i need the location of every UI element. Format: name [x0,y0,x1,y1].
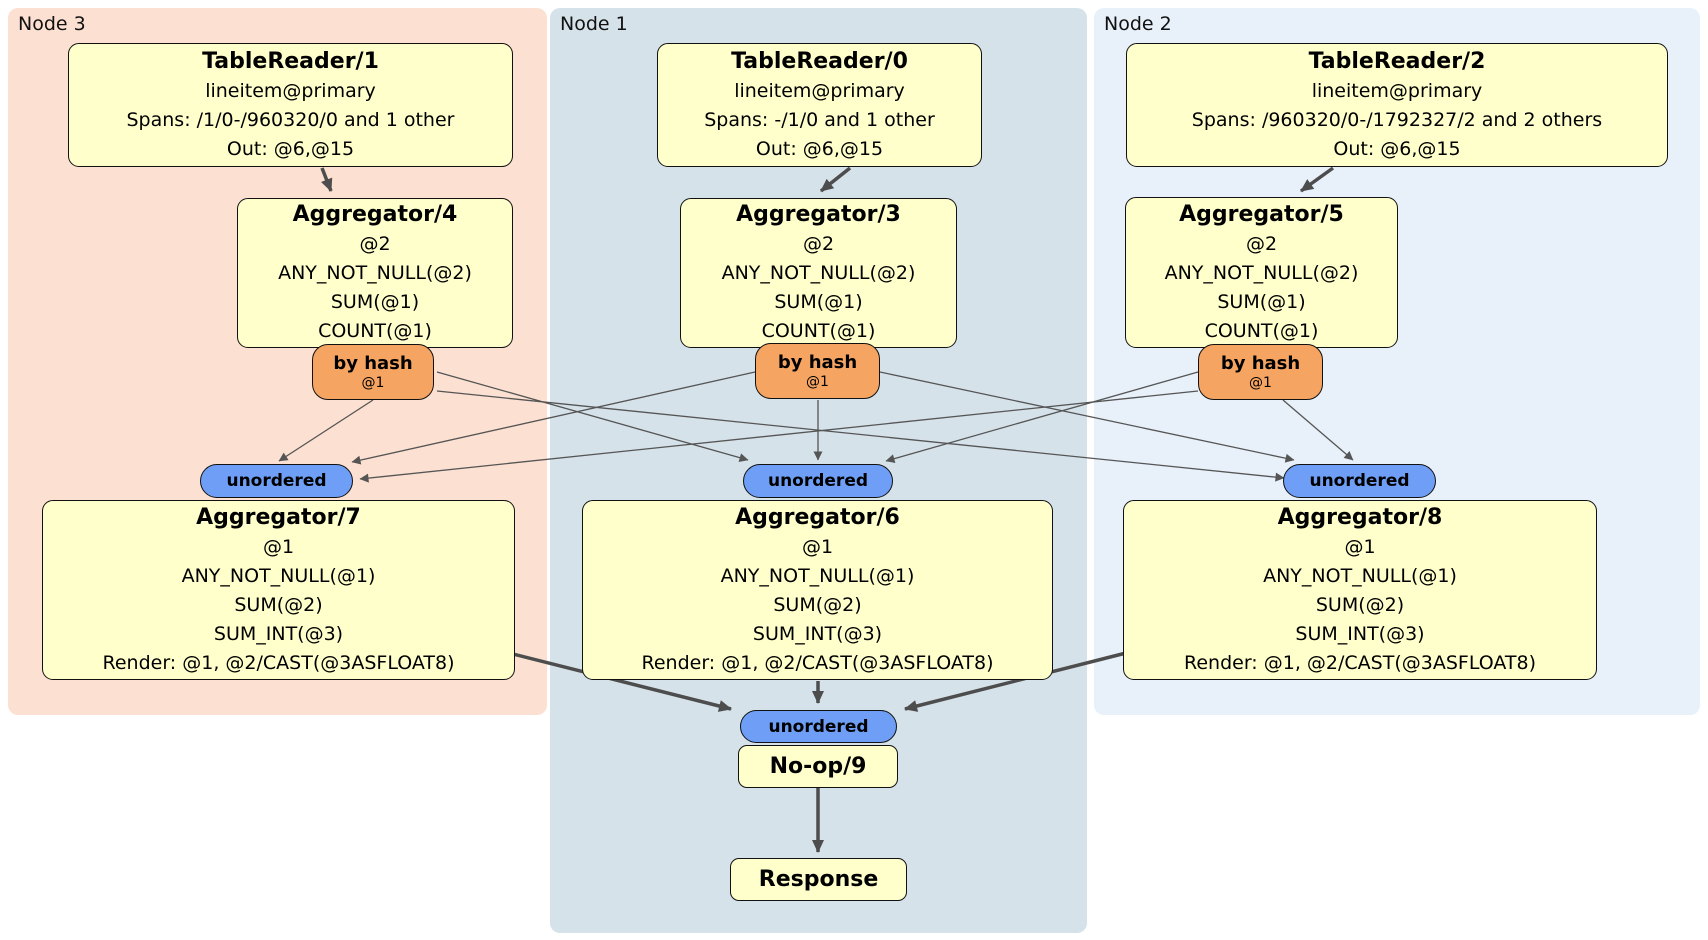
box-line: lineitem@primary [205,79,376,102]
box-line: SUM(@2) [773,593,862,616]
box-aggregator-7: Aggregator/7 @1 ANY_NOT_NULL(@1) SUM(@2)… [42,500,515,680]
box-line: Out: @6,@15 [1333,137,1461,160]
box-tablereader-0: TableReader/0 lineitem@primary Spans: -/… [657,43,982,167]
panel-label-node-3: Node 3 [18,13,86,35]
box-line: COUNT(@1) [318,320,432,342]
stream-unordered-7: unordered [200,464,353,498]
stream-label: unordered [768,716,869,737]
stream-unordered-final: unordered [740,710,897,743]
box-line: SUM(@2) [1315,593,1405,616]
box-line: COUNT(@1) [1204,319,1319,342]
router-detail: @1 [1249,374,1272,391]
box-aggregator-6: Aggregator/6 @1 ANY_NOT_NULL(@1) SUM(@2)… [582,500,1053,680]
box-line: SUM(@1) [330,291,420,313]
box-title: Aggregator/3 [736,202,901,227]
box-title: TableReader/1 [202,48,379,74]
router-label: by hash [777,351,858,373]
box-title: Aggregator/7 [196,504,361,530]
box-line: Spans: -/1/0 and 1 other [704,108,935,131]
router-by-hash-3: by hash @1 [755,343,880,399]
box-line: Out: @6,@15 [755,137,884,160]
box-title: Aggregator/8 [1277,504,1443,530]
panel-label-node-1: Node 1 [560,13,628,35]
box-title: No-op/9 [769,753,867,779]
router-label: by hash [333,352,413,374]
box-line: ANY_NOT_NULL(@1) [181,564,376,587]
box-line: Out: @6,@15 [226,137,355,160]
box-line: COUNT(@1) [761,320,876,342]
stream-label: unordered [767,471,869,491]
panel-label-node-2: Node 2 [1104,13,1172,35]
box-aggregator-8: Aggregator/8 @1 ANY_NOT_NULL(@1) SUM(@2)… [1123,500,1597,680]
box-title: Aggregator/6 [735,504,900,530]
box-line: SUM(@2) [234,593,323,616]
box-line: ANY_NOT_NULL(@2) [1164,261,1359,284]
box-title: Aggregator/4 [292,202,458,227]
box-aggregator-5: Aggregator/5 @2 ANY_NOT_NULL(@2) SUM(@1)… [1125,197,1398,348]
box-title: Response [758,866,879,892]
box-title: Aggregator/5 [1179,201,1344,227]
box-line: ANY_NOT_NULL(@1) [1263,564,1457,587]
stream-unordered-8: unordered [1283,464,1436,498]
box-line: SUM(@1) [1217,290,1306,313]
box-line: @1 [262,535,295,558]
box-line: SUM_INT(@3) [1295,622,1425,645]
box-line: SUM(@1) [774,291,863,313]
box-line: @1 [801,535,834,558]
box-line: @1 [1344,535,1376,558]
box-aggregator-3: Aggregator/3 @2 ANY_NOT_NULL(@2) SUM(@1)… [680,198,957,348]
box-line: ANY_NOT_NULL(@2) [278,262,472,284]
stream-unordered-6: unordered [743,464,893,498]
box-tablereader-1: TableReader/1 lineitem@primary Spans: /1… [68,43,513,167]
router-detail: @1 [806,373,829,390]
box-response: Response [730,858,907,901]
router-by-hash-4: by hash @1 [312,344,434,400]
box-line: Render: @1, @2/CAST(@3ASFLOAT8) [1184,651,1536,674]
box-line: SUM_INT(@3) [213,622,344,645]
box-line: lineitem@primary [734,79,905,102]
box-tablereader-2: TableReader/2 lineitem@primary Spans: /9… [1126,43,1668,167]
box-line: lineitem@primary [1311,79,1483,102]
router-by-hash-5: by hash @1 [1198,344,1323,400]
box-line: Render: @1, @2/CAST(@3ASFLOAT8) [641,651,994,674]
box-line: @2 [802,233,835,255]
box-line: Spans: /960320/0-/1792327/2 and 2 others [1191,108,1603,131]
stream-label: unordered [1309,471,1410,491]
box-line: @2 [359,233,391,255]
box-line: Spans: /1/0-/960320/0 and 1 other [126,108,455,131]
box-line: @2 [1245,232,1278,255]
box-title: TableReader/0 [731,48,908,74]
box-aggregator-4: Aggregator/4 @2 ANY_NOT_NULL(@2) SUM(@1)… [237,198,513,348]
router-detail: @1 [361,374,385,391]
box-noop-9: No-op/9 [738,745,898,788]
router-label: by hash [1220,352,1301,374]
box-line: Render: @1, @2/CAST(@3ASFLOAT8) [102,651,455,674]
box-title: TableReader/2 [1308,48,1486,74]
box-line: ANY_NOT_NULL(@2) [721,262,916,284]
box-line: SUM_INT(@3) [752,622,883,645]
stream-label: unordered [226,471,327,491]
box-line: ANY_NOT_NULL(@1) [720,564,915,587]
